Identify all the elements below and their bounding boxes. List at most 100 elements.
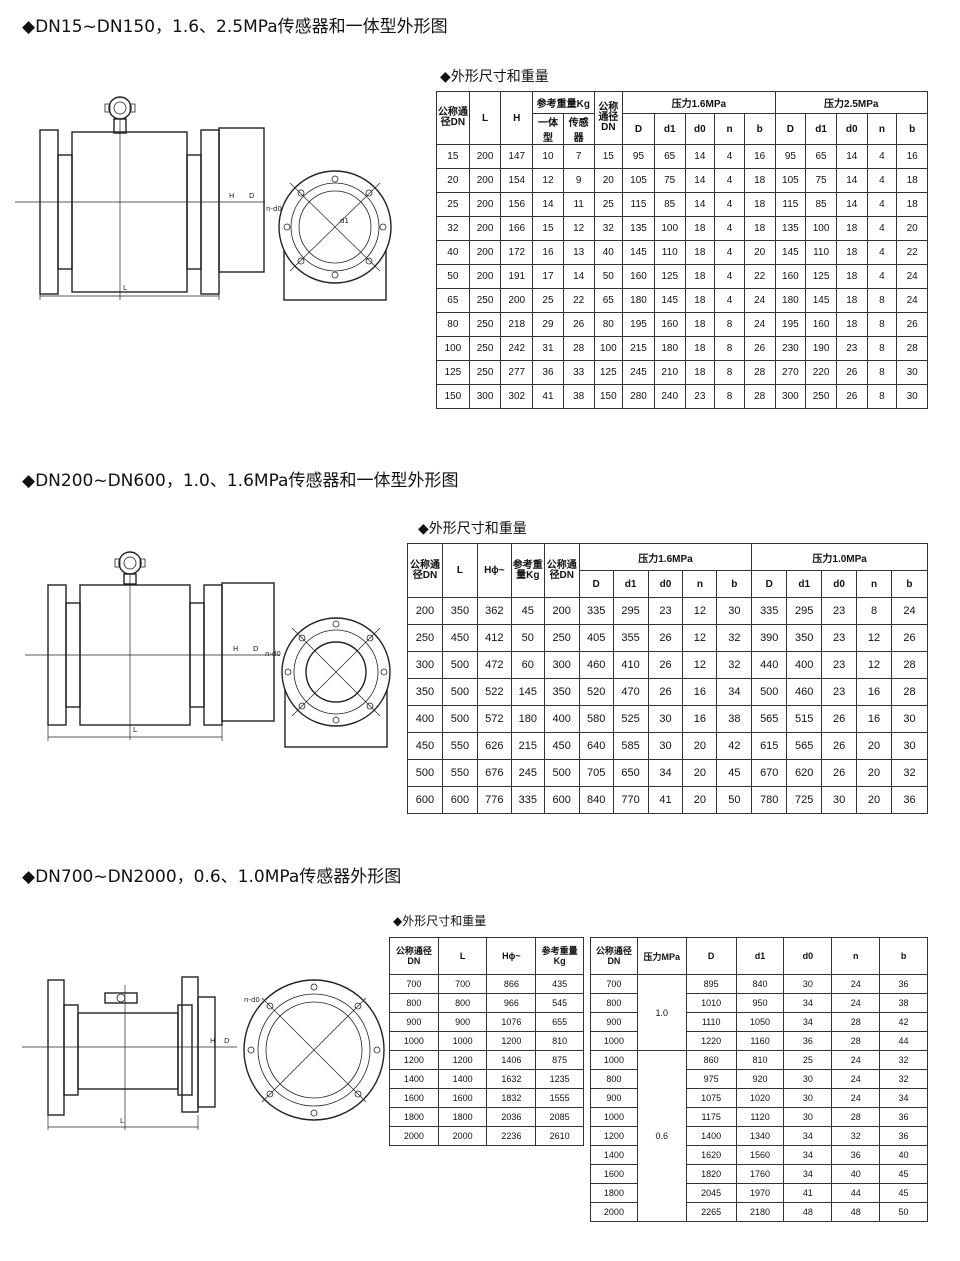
table-cell: 50 [879,1202,928,1222]
table-cell: 125 [436,360,470,385]
table-cell: 400 [543,705,580,733]
table-cell: 1220 [685,1031,737,1051]
table-cell: 23 [821,597,858,625]
table-cell: 18 [835,288,868,313]
table-cell: 1235 [535,1069,584,1089]
table-cell: 4 [866,216,898,241]
table-cell: 920 [735,1069,785,1089]
table-cell: 42 [879,1012,928,1032]
table-cell: 18 [743,192,776,217]
table-cell: 32 [831,1126,881,1146]
table-cell: 23 [821,651,858,679]
table-cell: 2265 [685,1202,737,1222]
header-dn: 公称通径DN [436,91,470,145]
table-cell: 24 [831,993,881,1013]
table-cell: 145 [774,240,807,265]
table-cell: 15 [532,216,564,241]
table-cell: 1400 [590,1145,638,1165]
subheader-cell: d0 [647,570,684,598]
table-cell: 615 [751,732,788,760]
table-cell: 280 [622,384,655,409]
table-cell: 22 [896,240,928,265]
table-header-row: 公称通径DN L H 参考重量Kg 公称通径DN 压力1.6MPa 压力2.5M… [436,91,929,145]
table-cell: 670 [751,759,788,787]
table-cell: 30 [890,705,929,733]
table-cell: 45 [879,1164,928,1184]
table-cell: 1400 [685,1126,737,1146]
table-cell: 48 [831,1202,881,1222]
table-cell: 85 [805,192,837,217]
table-cell: 18 [684,240,716,265]
table-cell: 34 [783,1164,833,1184]
table-cell: 147 [500,144,534,169]
table-cell: 17 [532,264,564,289]
table-cell: 11 [562,192,595,217]
table-cell: 38 [562,384,595,409]
subheader-cell: d0 [684,113,716,145]
table-cell: 300 [774,384,807,409]
table-cell: 145 [805,288,837,313]
table-cell: 30 [647,732,684,760]
table-header-row: 公称通径DN L Hϕ~ 参考重量Kg 公称通径DN 压力1.6MPa 压力1.… [407,543,928,598]
table-cell: 13 [562,240,595,265]
section2-front-view-drawing: n-d0 [265,617,391,748]
header-dn: 公称通径DN [590,937,638,975]
table-cell: 4 [714,144,745,169]
table-subheader-row: 一体型 传感器 D d1 d0 n b D d1 d0 n b [437,113,928,145]
table-cell: 1010 [685,993,737,1013]
table-cell: 18 [684,312,716,337]
table-cell: 20 [743,240,776,265]
table-cell: 26 [647,624,684,652]
table-cell: 125 [593,360,624,385]
table-cell: 460 [786,678,823,706]
table-cell: 2000 [389,1126,439,1146]
table-cell: 200 [543,597,580,625]
table-cell: 25 [783,1050,833,1070]
table-cell: 30 [896,360,928,385]
table-cell: 900 [590,1088,638,1108]
table-cell: 966 [486,993,537,1013]
table-cell: 2000 [437,1126,488,1146]
table-cell: 38 [716,705,753,733]
table-cell: 18 [684,264,716,289]
table-cell: 1600 [437,1088,488,1108]
table-cell: 650 [612,759,649,787]
table-cell: 85 [653,192,686,217]
section2-title: ◆DN200~DN600，1.0、1.6MPa传感器和一体型外形图 [22,471,459,491]
table-cell: 25 [593,192,624,217]
table-cell: 4 [714,264,745,289]
table-cell: 895 [685,974,737,994]
table-cell: 515 [786,705,823,733]
table-subheader-row: D d1 d0 n b D d1 d0 n b [408,570,929,598]
table-cell: 800 [590,993,638,1013]
table-cell: 1000 [590,1031,638,1051]
dim-label-H-1: H [229,192,234,200]
table-cell: 24 [831,1088,881,1108]
table-cell: 38 [879,993,928,1013]
table-cell: 23 [821,678,858,706]
subheader-cell: D [751,570,788,598]
table-cell: 245 [510,759,545,787]
table-cell: 302 [500,384,534,409]
header-H: H [500,91,534,145]
table-cell: 1760 [735,1164,785,1184]
table-cell: 40 [593,240,624,265]
table-cell: 776 [476,786,512,814]
table-cell: 412 [476,624,512,652]
table-cell: 12 [682,597,718,625]
subheader-cell: d1 [612,570,649,598]
table-cell: 1050 [735,1012,785,1032]
table-cell: 30 [783,1088,833,1108]
table-cell: 34 [647,759,684,787]
table-cell: 450 [441,624,478,652]
table-cell: 277 [500,360,534,385]
subheader-cell: n [856,570,892,598]
